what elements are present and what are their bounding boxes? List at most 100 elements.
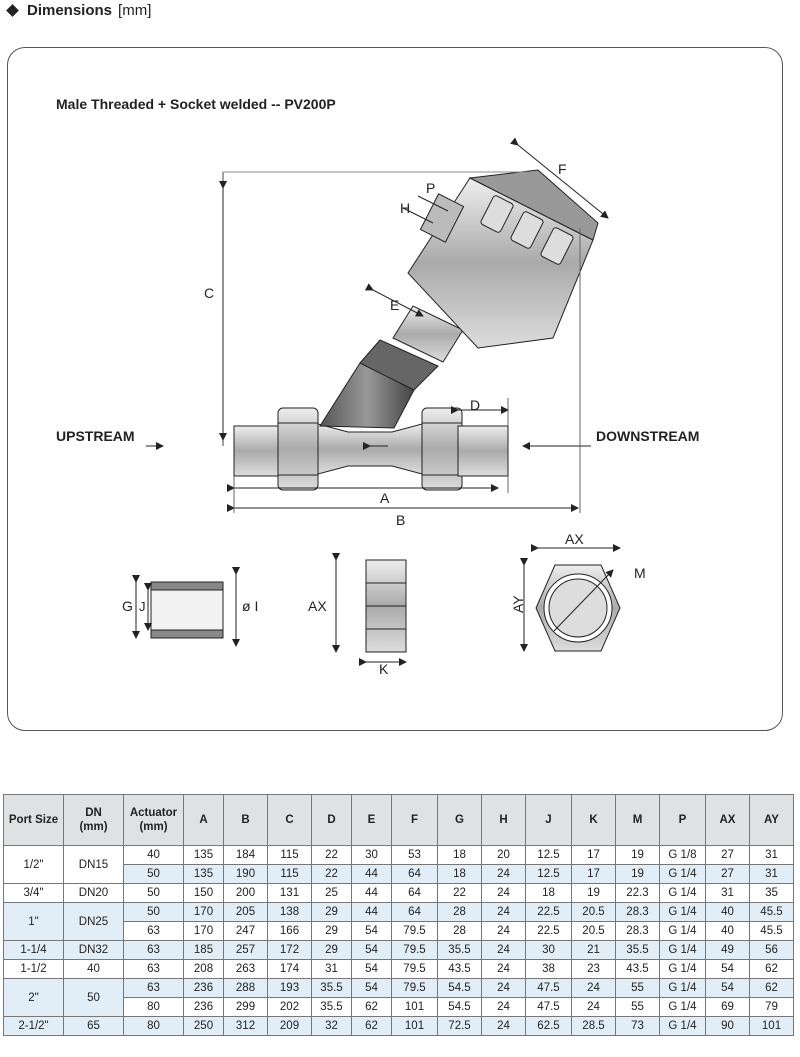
label-i: ø I — [242, 598, 258, 614]
table-cell: 54 — [351, 959, 392, 979]
dn-cell: DN25 — [63, 902, 124, 941]
label-k: K — [379, 661, 389, 677]
dim-p-line — [417, 195, 449, 212]
table-cell: 64 — [391, 902, 438, 922]
table-cell: 29 — [311, 921, 352, 941]
table-cell: 40 — [123, 845, 184, 865]
table-cell: 44 — [351, 864, 392, 884]
table-cell: G 1/4 — [659, 902, 706, 922]
table-cell: 72.5 — [437, 1016, 482, 1036]
table-cell: 80 — [123, 1016, 184, 1036]
table-cell: 27 — [705, 864, 750, 884]
table-cell: 22.5 — [525, 921, 572, 941]
table-cell: G 1/4 — [659, 864, 706, 884]
label-c: C — [204, 285, 214, 301]
table-cell: 150 — [183, 883, 224, 903]
table-cell: 29 — [311, 940, 352, 960]
table-cell: 47.5 — [525, 997, 572, 1017]
table-cell: 28.3 — [615, 902, 660, 922]
table-cell: G 1/4 — [659, 883, 706, 903]
port-size-cell: 3/4" — [3, 883, 64, 903]
table-cell: 19 — [615, 864, 660, 884]
column-header: D — [311, 794, 352, 846]
table-cell: 166 — [267, 921, 312, 941]
left-pipe-end — [233, 425, 283, 477]
table-cell: 202 — [267, 997, 312, 1017]
table-cell: 24 — [481, 883, 526, 903]
table-cell: 28.5 — [571, 1016, 616, 1036]
column-header: H — [481, 794, 526, 846]
left-hex-nut — [277, 407, 319, 491]
table-cell: 236 — [183, 978, 224, 998]
table-cell: 62 — [351, 997, 392, 1017]
table-cell: 50 — [123, 902, 184, 922]
table-cell: 55 — [615, 997, 660, 1017]
table-cell: 135 — [183, 845, 224, 865]
table-cell: 69 — [705, 997, 750, 1017]
table-cell: 79.5 — [391, 921, 438, 941]
table-cell: 131 — [267, 883, 312, 903]
table-cell: 17 — [571, 845, 616, 865]
column-header: K — [571, 794, 616, 846]
table-cell: 28 — [437, 902, 482, 922]
table-cell: 43.5 — [437, 959, 482, 979]
column-header: Port Size — [3, 794, 64, 846]
table-cell: 135 — [183, 864, 224, 884]
table-cell: 24 — [481, 1016, 526, 1036]
table-cell: 20 — [481, 845, 526, 865]
column-header: M — [615, 794, 660, 846]
table-cell: 19 — [615, 845, 660, 865]
table-cell: 31 — [705, 883, 750, 903]
table-cell: 79.5 — [391, 940, 438, 960]
table-cell: 101 — [749, 1016, 794, 1036]
table-cell: 63 — [123, 940, 184, 960]
table-cell: 54 — [351, 978, 392, 998]
table-cell: 17 — [571, 864, 616, 884]
table-cell: 38 — [525, 959, 572, 979]
table-cell: 49 — [705, 940, 750, 960]
diamond-bullet-icon — [6, 4, 19, 17]
table-cell: 29 — [311, 902, 352, 922]
table-cell: 185 — [183, 940, 224, 960]
table-cell: 24 — [481, 959, 526, 979]
table-cell: 31 — [749, 864, 794, 884]
table-cell: 35.5 — [615, 940, 660, 960]
label-e: E — [390, 297, 399, 313]
table-cell: G 1/4 — [659, 1016, 706, 1036]
label-ay: AY — [510, 595, 526, 613]
table-cell: 24 — [481, 940, 526, 960]
table-cell: 63 — [123, 978, 184, 998]
valve-drawing: C A B D E F H P G J ø I AX K AX M AY — [122, 137, 646, 677]
table-cell: 23 — [571, 959, 616, 979]
table-cell: 21 — [571, 940, 616, 960]
table-cell: 73 — [615, 1016, 660, 1036]
column-header: J — [525, 794, 572, 846]
table-cell: 22 — [437, 883, 482, 903]
table-cell: 170 — [183, 902, 224, 922]
table-cell: 55 — [615, 978, 660, 998]
table-cell: 190 — [223, 864, 268, 884]
section-unit: [mm] — [118, 2, 152, 19]
table-cell: 24 — [571, 978, 616, 998]
table-cell: 18 — [437, 845, 482, 865]
table-cell: 299 — [223, 997, 268, 1017]
table-cell: 12.5 — [525, 864, 572, 884]
valve-body — [317, 423, 423, 475]
table-cell: 170 — [183, 921, 224, 941]
table-cell: 257 — [223, 940, 268, 960]
column-header: F — [391, 794, 438, 846]
air-port — [419, 193, 465, 243]
table-cell: 40 — [705, 902, 750, 922]
port-size-cell: 1" — [3, 902, 64, 941]
table-cell: 24 — [481, 921, 526, 941]
table-cell: 247 — [223, 921, 268, 941]
actuator-window-3 — [540, 227, 574, 265]
diagram-title: Male Threaded + Socket welded -- PV200P — [56, 96, 336, 112]
